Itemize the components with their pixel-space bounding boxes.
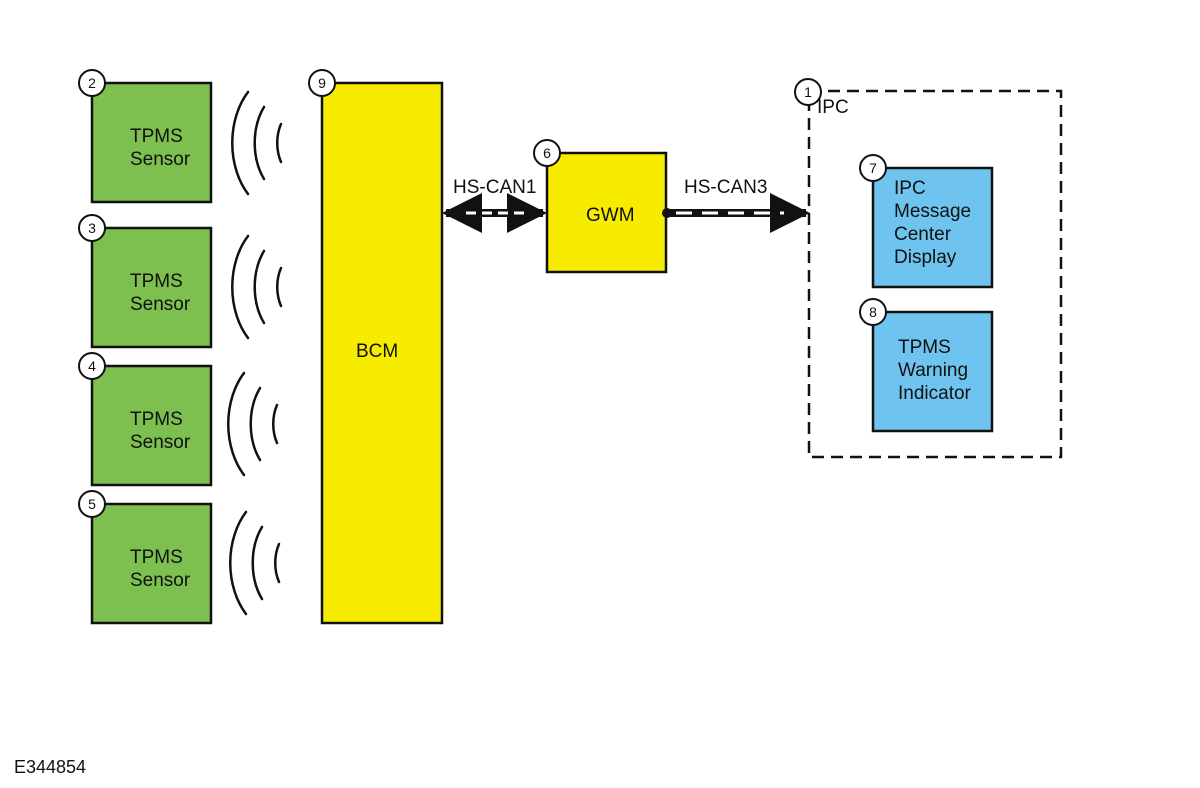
tpms-sensor-2: TPMS Sensor 2 (78, 69, 213, 204)
sensor-label-line2: Sensor (130, 570, 191, 591)
callout-circle (78, 490, 106, 518)
callout-number: 3 (88, 220, 96, 236)
sensor-label-line1: TPMS (130, 126, 183, 147)
tpms-sensor-5: TPMS Sensor 5 (78, 490, 213, 625)
sensor-label-line2: Sensor (130, 432, 191, 453)
sensor-box (90, 364, 213, 487)
bcm-label: BCM (356, 341, 398, 362)
callout-circle (78, 69, 106, 97)
gwm-label: GWM (586, 205, 635, 226)
callout-circle (78, 214, 106, 242)
callout-circle (859, 298, 887, 326)
warning-indicator-box (871, 310, 994, 433)
sensor-label-line1: TPMS (130, 409, 183, 430)
callout-number: 9 (318, 75, 326, 91)
callout-circle (859, 154, 887, 182)
callout-number: 6 (543, 145, 551, 161)
message-center-box (871, 166, 994, 289)
svg-text:Display: Display (894, 247, 957, 268)
callout-circle (794, 78, 822, 106)
tpms-sensor-3: TPMS Sensor 3 (78, 214, 213, 349)
sensor-label-line2: Sensor (130, 149, 191, 170)
tpms-warning-indicator: TPMS Warning Indicator 8 (859, 298, 994, 433)
gwm-module: GWM 6 (533, 139, 668, 274)
radio-wave-icon (231, 234, 283, 340)
ipc-message-center-display: IPC Message Center Display 7 (859, 154, 994, 289)
radio-wave-icon (229, 510, 281, 616)
sensor-label-line2: Sensor (130, 294, 191, 315)
radio-wave-icon (231, 90, 283, 196)
svg-text:Indicator: Indicator (898, 383, 972, 404)
hs-can1-bus: HS-CAN1 (442, 177, 547, 233)
ipc-dashed-boundary (807, 89, 1063, 459)
callout-circle (78, 352, 106, 380)
svg-text:Warning: Warning (898, 360, 968, 381)
svg-text:Center: Center (894, 224, 952, 245)
ipc-module: IPC 1 IPC Message Center Display 7 TPMS … (794, 78, 1063, 459)
radio-wave-icon (227, 371, 279, 477)
bcm-box (320, 81, 444, 625)
svg-text:IPC: IPC (894, 178, 926, 199)
sensor-box (90, 502, 213, 625)
sensor-box (90, 81, 213, 204)
svg-text:TPMS: TPMS (898, 337, 951, 358)
sensor-label-line1: TPMS (130, 271, 183, 292)
callout-number: 1 (804, 84, 812, 100)
gwm-box (545, 151, 668, 274)
callout-number: 8 (869, 304, 877, 320)
bcm-module: BCM 9 (308, 69, 444, 625)
callout-number: 4 (88, 358, 96, 374)
callout-number: 5 (88, 496, 96, 512)
ipc-label: IPC (817, 97, 849, 118)
callout-circle (308, 69, 336, 97)
tpms-sensor-4: TPMS Sensor 4 (78, 352, 213, 487)
callout-circle (533, 139, 561, 167)
sensor-box (90, 226, 213, 349)
svg-text:Message: Message (894, 201, 971, 222)
callout-number: 7 (869, 160, 877, 176)
hs-can1-label: HS-CAN1 (453, 177, 536, 198)
callout-number: 2 (88, 75, 96, 91)
hs-can3-label: HS-CAN3 (684, 177, 767, 198)
figure-reference-code: E344854 (14, 757, 87, 777)
hs-can3-bus: HS-CAN3 (662, 177, 810, 233)
sensor-label-line1: TPMS (130, 547, 183, 568)
